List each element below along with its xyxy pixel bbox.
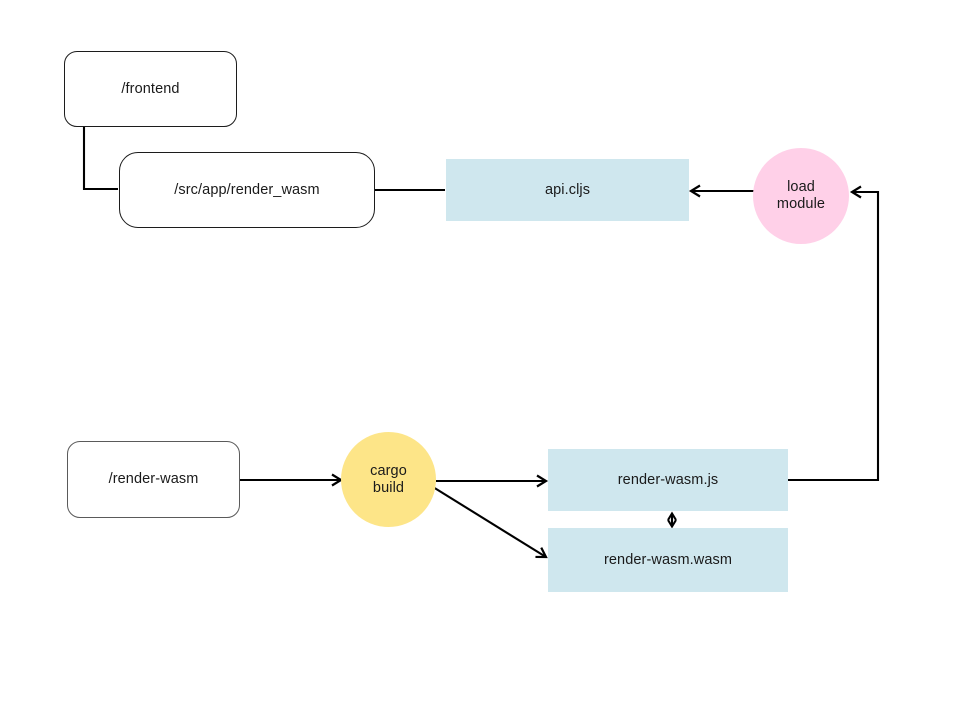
node-frontend-label: /frontend	[121, 80, 180, 97]
node-render-wasm-wasm-label: render-wasm.wasm	[603, 551, 733, 568]
node-render-wasm-folder-label: /render-wasm	[108, 471, 199, 487]
node-render-wasm-js-file: render-wasm.js	[548, 449, 788, 511]
node-render-wasm-wasm-file: render-wasm.wasm	[548, 528, 788, 592]
node-render-wasm-folder: /render-wasm	[67, 441, 240, 518]
edge-frontend-to-src	[82, 127, 118, 191]
node-api-cljs-label: api.cljs	[544, 181, 591, 198]
node-src-app-render-wasm-folder: /src/app/render_wasm	[119, 152, 375, 228]
node-api-cljs-file: api.cljs	[446, 159, 689, 221]
edge-renderwasmjs-to-loadmodule	[788, 185, 880, 482]
node-render-wasm-js-label: render-wasm.js	[617, 471, 719, 488]
edge-cargobuild-to-renderwasmwasm	[432, 486, 548, 559]
node-src-app-render-wasm-label: /src/app/render_wasm	[174, 181, 320, 198]
node-frontend-folder: /frontend	[64, 51, 237, 127]
